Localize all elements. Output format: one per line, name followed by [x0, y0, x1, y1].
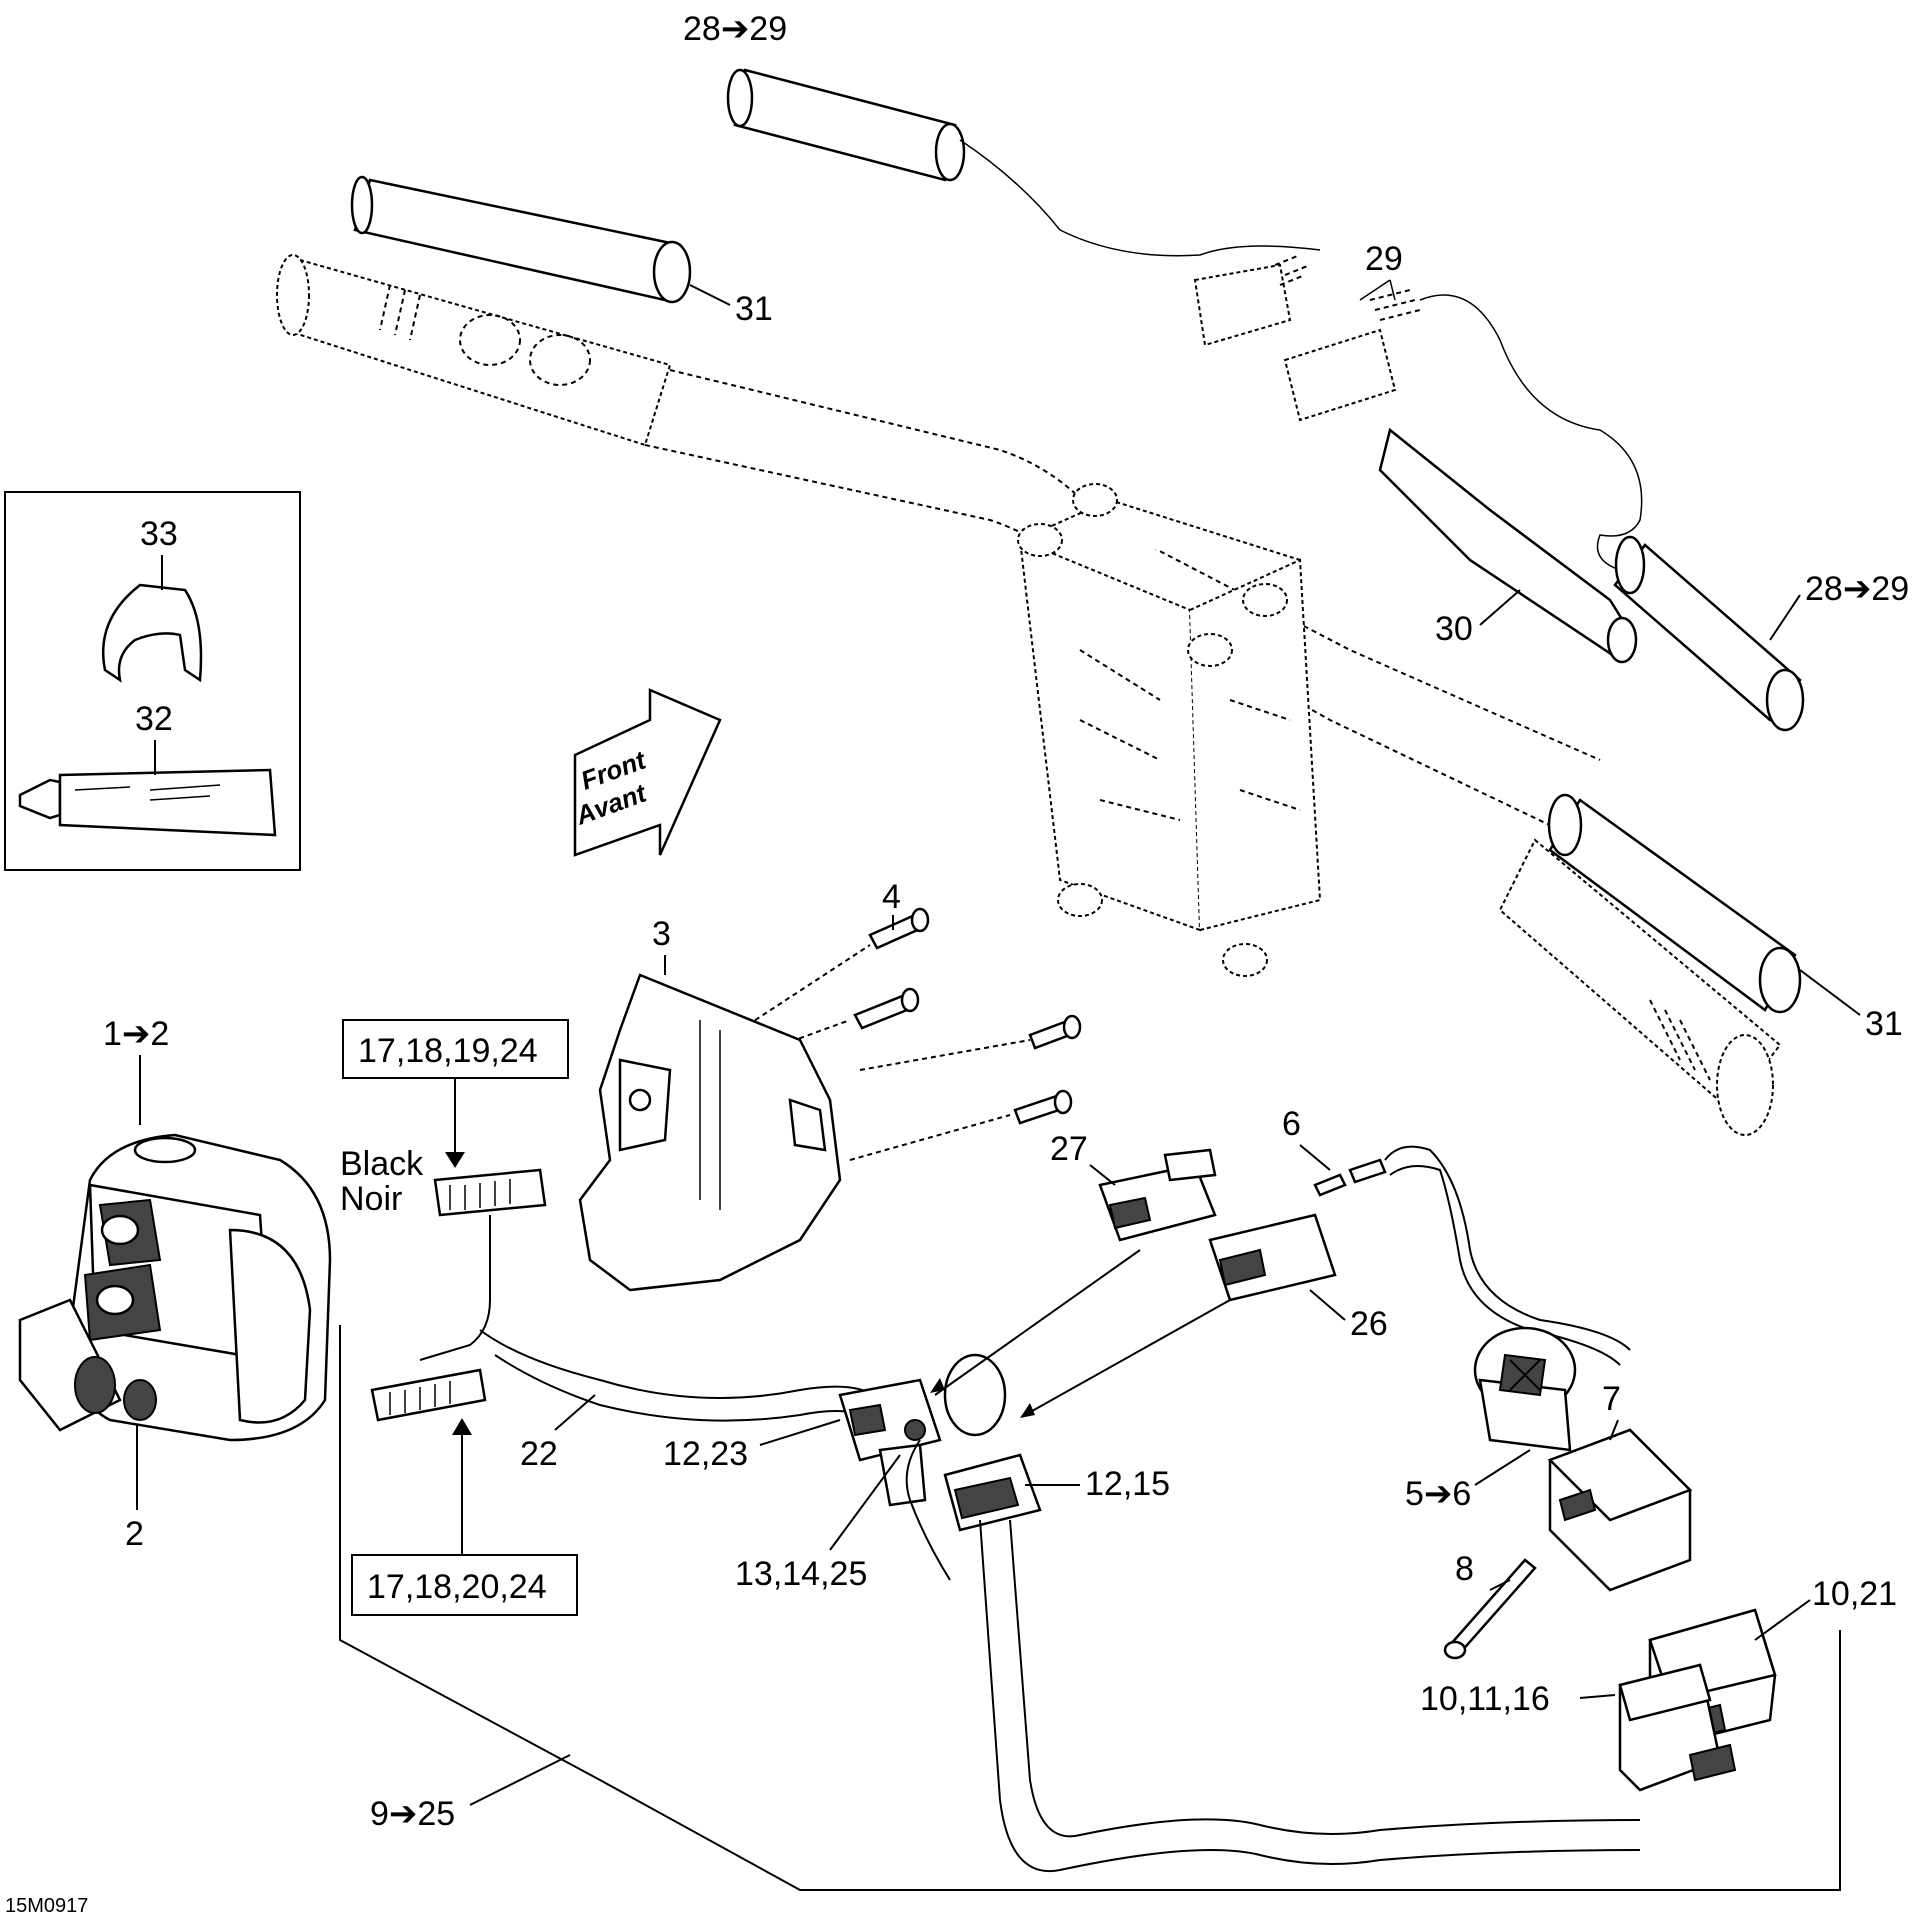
- front-arrow: Front Avant: [571, 688, 722, 857]
- switch-5-6: [1473, 1326, 1577, 1452]
- label-harness-9-25: 9➔25: [370, 1795, 455, 1833]
- pins-6: [1313, 1145, 1631, 1366]
- label-connector-10-21: 10,21: [1812, 1575, 1897, 1613]
- handle-grip-dashed-right: [1498, 838, 1782, 1136]
- box-17-18-19-24: 17,18,19,24: [342, 1019, 569, 1079]
- connector-27: [1098, 1148, 1217, 1242]
- connector-10-11-16: [1618, 1663, 1737, 1792]
- label-connector-13-14-25: 13,14,25: [735, 1555, 867, 1593]
- connector-13-14-25: [878, 1443, 927, 1507]
- label-switch-2: 2: [125, 1515, 144, 1553]
- label-part-7: 7: [1602, 1380, 1621, 1418]
- label-box-top: 17,18,19,24: [358, 1032, 538, 1070]
- label-connector-12-23: 12,23: [663, 1435, 748, 1473]
- connector-lower: [370, 1368, 487, 1422]
- harness-22: [479, 1329, 881, 1422]
- label-black: Black: [340, 1145, 424, 1183]
- pin-8: [1443, 1558, 1537, 1660]
- label-box-bottom: 17,18,20,24: [367, 1568, 547, 1606]
- label-grip-tube-right: 31: [1865, 1005, 1903, 1043]
- label-heating-element-right: 28➔29: [1805, 570, 1909, 608]
- label-connector-26: 26: [1350, 1305, 1388, 1343]
- connector-12-15: [943, 1453, 1042, 1532]
- label-connector-12-15: 12,15: [1085, 1465, 1170, 1503]
- label-cable-30: 30: [1435, 610, 1473, 648]
- main-harness: [905, 1439, 1641, 1873]
- label-switch-5-6: 5➔6: [1405, 1475, 1471, 1513]
- connector-29-left: [1193, 254, 1311, 347]
- label-switch-block: 1➔2: [103, 1015, 169, 1053]
- label-noir: Noir: [340, 1180, 402, 1218]
- figure-code: 15M0917: [5, 1895, 88, 1917]
- connector-26: [1208, 1213, 1337, 1302]
- grip-tube-right: [1547, 793, 1802, 1014]
- connector-black: [419, 1168, 547, 1361]
- part-7: [1547, 1428, 1693, 1592]
- connector-12-23: [838, 1353, 1007, 1462]
- cable-30: [1378, 427, 1638, 664]
- label-clip-33: 33: [140, 515, 178, 553]
- label-screws-4: 4: [882, 878, 901, 916]
- connector-29-right: [1283, 289, 1643, 571]
- switch-housing-3: [578, 973, 842, 1292]
- switch-block: [18, 1133, 332, 1442]
- heating-element-right: [1613, 535, 1805, 732]
- heating-element-top: [726, 68, 1321, 257]
- label-pins-6: 6: [1282, 1105, 1301, 1143]
- handle-grip-dashed-left: [276, 254, 672, 447]
- inset-box: [4, 491, 301, 871]
- handlebar-riser-dashed: [1017, 483, 1322, 977]
- label-tube-32: 32: [135, 700, 173, 738]
- label-heating-element-top: 28➔29: [683, 10, 787, 48]
- grip-tube-left: [350, 175, 692, 304]
- label-harness-22: 22: [520, 1435, 558, 1473]
- label-connector-29: 29: [1365, 240, 1403, 278]
- box-17-18-20-24: 17,18,20,24: [351, 1554, 578, 1616]
- label-housing-3: 3: [652, 915, 671, 953]
- screws-4: [853, 907, 1082, 1125]
- label-grip-tube-left: 31: [735, 290, 773, 328]
- label-connector-10-11-16: 10,11,16: [1420, 1680, 1550, 1718]
- bracket-9-25: [339, 1325, 1841, 1891]
- label-connector-27: 27: [1050, 1130, 1088, 1168]
- label-pin-8: 8: [1455, 1550, 1474, 1588]
